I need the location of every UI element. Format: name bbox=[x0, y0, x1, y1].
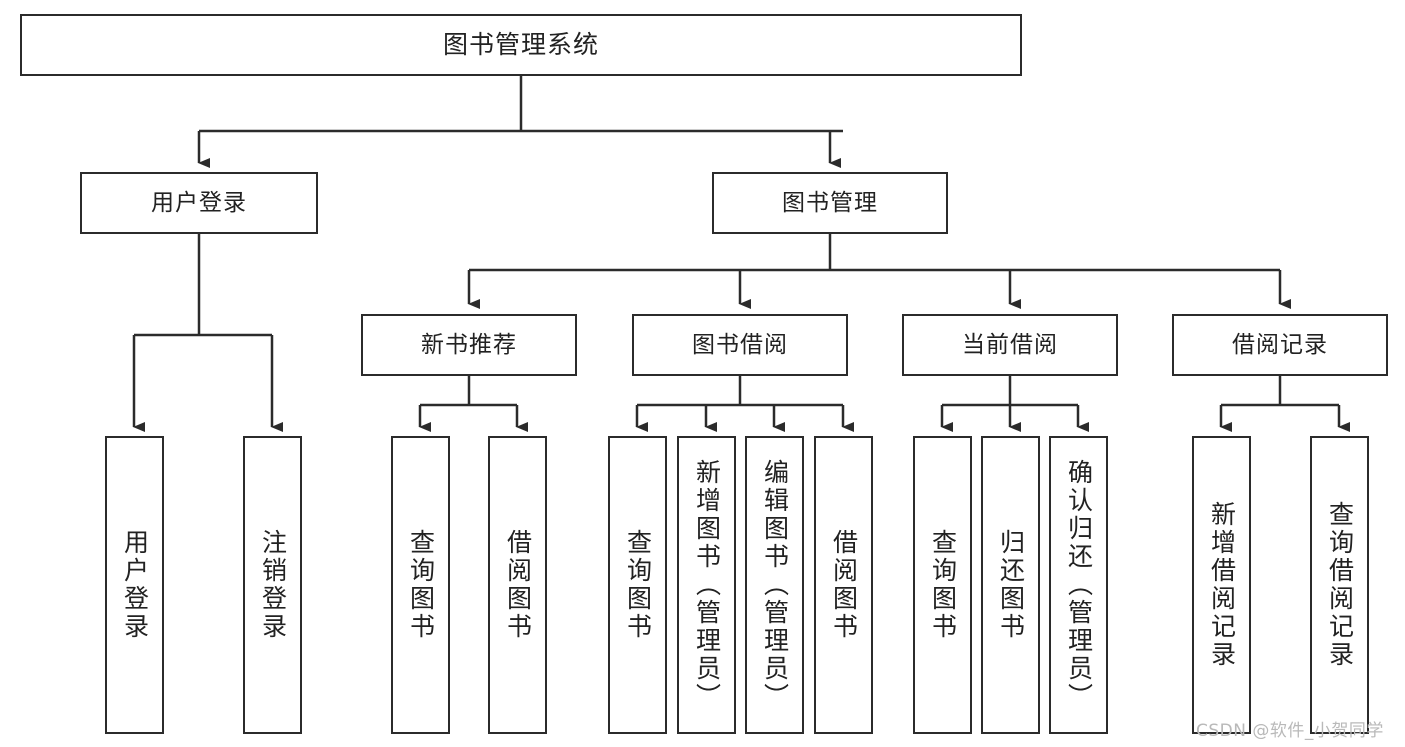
node-label: 查询借阅记录 bbox=[1325, 501, 1355, 669]
leaf-recommend-query-book[interactable]: 查询图书 bbox=[391, 436, 450, 734]
node-book-borrow[interactable]: 图书借阅 bbox=[632, 314, 848, 376]
leaf-borrow-edit-book-admin[interactable]: 编辑图书（管理员） bbox=[745, 436, 804, 734]
node-label: 查询图书 bbox=[406, 529, 436, 641]
node-label: 当前借阅 bbox=[962, 331, 1058, 358]
leaf-current-query-book[interactable]: 查询图书 bbox=[913, 436, 972, 734]
leaf-borrow-query-book[interactable]: 查询图书 bbox=[608, 436, 667, 734]
node-label: 图书管理 bbox=[782, 189, 878, 216]
node-label: 图书管理系统 bbox=[442, 29, 599, 59]
node-label: 借阅图书 bbox=[503, 529, 533, 641]
leaf-record-query-borrow-record[interactable]: 查询借阅记录 bbox=[1310, 436, 1369, 734]
leaf-logout[interactable]: 注销登录 bbox=[243, 436, 302, 734]
node-label: 注销登录 bbox=[258, 529, 288, 641]
node-borrow-record[interactable]: 借阅记录 bbox=[1172, 314, 1388, 376]
leaf-borrow-add-book-admin[interactable]: 新增图书（管理员） bbox=[677, 436, 736, 734]
node-current-borrow[interactable]: 当前借阅 bbox=[902, 314, 1118, 376]
node-root-book-management-system[interactable]: 图书管理系统 bbox=[20, 14, 1022, 76]
leaf-current-return-book[interactable]: 归还图书 bbox=[981, 436, 1040, 734]
node-label: 图书借阅 bbox=[692, 331, 788, 358]
node-label: 用户登录 bbox=[151, 189, 247, 216]
leaf-recommend-borrow-book[interactable]: 借阅图书 bbox=[488, 436, 547, 734]
leaf-borrow-borrow-book[interactable]: 借阅图书 bbox=[814, 436, 873, 734]
node-label: 新增图书（管理员） bbox=[692, 459, 722, 711]
node-label: 确认归还（管理员） bbox=[1064, 459, 1094, 711]
node-label: 查询图书 bbox=[928, 529, 958, 641]
node-label: 借阅图书 bbox=[829, 529, 859, 641]
node-label: 编辑图书（管理员） bbox=[760, 459, 790, 711]
node-label: 借阅记录 bbox=[1232, 331, 1328, 358]
node-label: 新书推荐 bbox=[421, 331, 517, 358]
node-label: 用户登录 bbox=[120, 529, 150, 641]
csdn-watermark: CSDN @软件_小贺同学 bbox=[1196, 721, 1384, 741]
node-label: 查询图书 bbox=[623, 529, 653, 641]
node-user-login[interactable]: 用户登录 bbox=[80, 172, 318, 234]
leaf-record-add-borrow-record[interactable]: 新增借阅记录 bbox=[1192, 436, 1251, 734]
node-book-management[interactable]: 图书管理 bbox=[712, 172, 948, 234]
node-label: 新增借阅记录 bbox=[1207, 501, 1237, 669]
leaf-current-confirm-return-admin[interactable]: 确认归还（管理员） bbox=[1049, 436, 1108, 734]
leaf-user-login[interactable]: 用户登录 bbox=[105, 436, 164, 734]
node-label: 归还图书 bbox=[996, 529, 1026, 641]
node-new-book-recommend[interactable]: 新书推荐 bbox=[361, 314, 577, 376]
